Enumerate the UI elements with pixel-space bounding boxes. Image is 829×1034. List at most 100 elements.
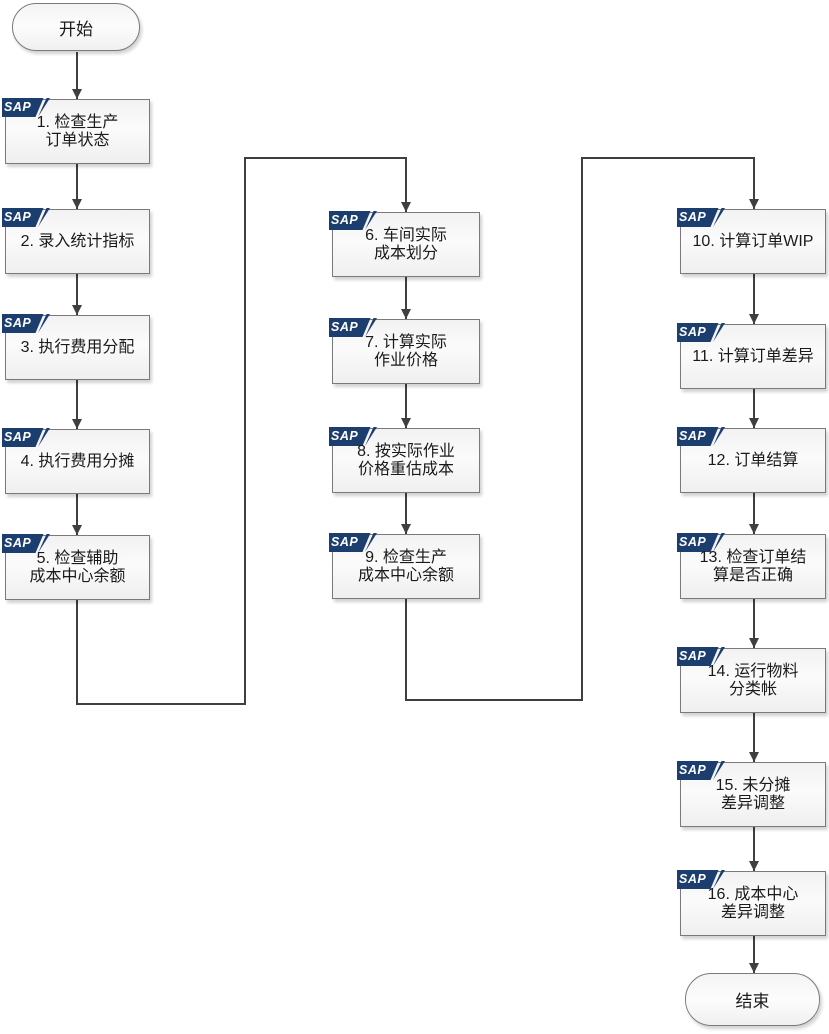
sap-logo-text: SAP [679,872,707,886]
sap-logo-icon: SAP [2,98,50,117]
sap-logo-text: SAP [331,213,359,227]
sap-logo-icon: SAP [2,534,50,553]
process-step-3: SAP 3. 执行费用分配 [2,314,150,380]
step-line1: 9. 检查生产 [365,548,447,566]
process-step-13: SAP 13. 检查订单结 算是否正确 [677,533,826,599]
sap-logo-shape [677,533,725,552]
sap-logo-shape [2,314,50,333]
step-line2: 差异调整 [720,794,785,812]
step-line1: 8. 按实际作业 [357,442,455,460]
process-step-label: 7. 计算实际 作业价格 [333,320,479,383]
process-step-5: SAP 5. 检查辅助 成本中心余额 [2,534,150,600]
sap-logo-text: SAP [679,763,707,777]
step-line1: 2. 录入统计指标 [20,232,135,250]
process-step-label: 13. 检查订单结 算是否正确 [681,535,825,598]
process-step-label: 5. 检查辅助 成本中心余额 [6,536,149,599]
sap-logo-icon: SAP [329,211,377,230]
process-step-11: SAP 11. 计算订单差异 [677,323,826,389]
process-step-label: 8. 按实际作业 价格重估成本 [333,429,479,492]
step-line1: 15. 未分摊 [715,776,791,794]
process-step-6: SAP 6. 车间实际 成本划分 [329,211,480,277]
start-label: 开始 [59,19,93,39]
step-line1: 16. 成本中心 [707,885,799,903]
step-line2: 分类帐 [728,680,777,698]
process-step-7: SAP 7. 计算实际 作业价格 [329,318,480,384]
start-terminator: 开始 [12,3,140,51]
process-step-4: SAP 4. 执行费用分摊 [2,428,150,494]
sap-logo-icon: SAP [677,427,725,446]
process-step-14: SAP 14. 运行物料 分类帐 [677,647,826,713]
sap-logo-shape [677,647,725,666]
sap-logo-text: SAP [4,316,32,330]
sap-logo-shape [677,870,725,889]
process-step-label: 9. 检查生产 成本中心余额 [333,535,479,598]
process-step-label: 2. 录入统计指标 [6,210,149,273]
end-label: 结束 [735,992,770,1011]
sap-logo-shape [329,427,377,446]
step-line1: 1. 检查生产 [36,113,119,131]
step-line2: 作业价格 [373,351,438,369]
step-line1: 11. 计算订单差异 [692,347,814,365]
step-line1: 4. 执行费用分摊 [20,452,135,470]
sap-logo-icon: SAP [677,533,725,552]
step-line2: 差异调整 [720,903,785,921]
process-step-label: 3. 执行费用分配 [6,316,149,379]
step-line2: 成本划分 [373,244,438,262]
sap-logo-icon: SAP [2,428,50,447]
end-terminator: 结束 [685,973,820,1026]
sap-logo-text: SAP [679,649,707,663]
sap-logo-icon: SAP [677,208,725,227]
process-step-label: 15. 未分摊 差异调整 [681,763,825,826]
sap-logo-icon: SAP [677,647,725,666]
step-line2: 算是否正确 [712,566,793,584]
sap-logo-text: SAP [331,429,359,443]
sap-logo-icon: SAP [2,208,50,227]
sap-logo-icon: SAP [329,533,377,552]
sap-logo-icon: SAP [677,870,725,889]
sap-logo-text: SAP [4,210,32,224]
step-line2: 成本中心余额 [357,566,454,584]
sap-logo-text: SAP [331,320,359,334]
process-step-label: 16. 成本中心 差异调整 [681,872,825,935]
sap-logo-text: SAP [331,535,359,549]
process-step-15: SAP 15. 未分摊 差异调整 [677,761,826,827]
sap-logo-shape [677,761,725,780]
process-step-9: SAP 9. 检查生产 成本中心余额 [329,533,480,599]
process-step-label: 6. 车间实际 成本划分 [333,213,479,276]
step-line2: 订单状态 [45,131,110,149]
process-step-10: SAP 10. 计算订单WIP [677,208,826,274]
sap-logo-text: SAP [679,429,707,443]
sap-logo-shape [329,318,377,337]
process-step-label: 14. 运行物料 分类帐 [681,649,825,712]
sap-logo-icon: SAP [677,761,725,780]
sap-logo-shape [2,534,50,553]
step-line1: 3. 执行费用分配 [20,338,135,356]
sap-logo-shape [2,428,50,447]
sap-logo-shape [329,533,377,552]
sap-logo-icon: SAP [329,427,377,446]
sap-logo-shape [2,98,50,117]
sap-logo-shape [2,208,50,227]
sap-logo-shape [677,427,725,446]
step-line1: 13. 检查订单结 [699,548,807,566]
process-step-label: 4. 执行费用分摊 [6,430,149,493]
process-step-2: SAP 2. 录入统计指标 [2,208,150,274]
sap-logo-icon: SAP [2,314,50,333]
process-step-16: SAP 16. 成本中心 差异调整 [677,870,826,936]
sap-logo-text: SAP [4,100,32,114]
sap-logo-text: SAP [679,210,707,224]
process-step-1: SAP 1. 检查生产 订单状态 [2,98,150,164]
process-step-label: 11. 计算订单差异 [681,325,825,388]
step-line1: 14. 运行物料 [707,662,799,680]
process-step-label: 10. 计算订单WIP [681,210,825,273]
sap-logo-icon: SAP [677,323,725,342]
sap-logo-text: SAP [4,430,32,444]
step-line2: 成本中心余额 [29,567,126,585]
process-step-8: SAP 8. 按实际作业 价格重估成本 [329,427,480,493]
sap-logo-shape [329,211,377,230]
step-line1: 12. 订单结算 [707,451,799,469]
sap-logo-text: SAP [679,535,707,549]
step-line2: 价格重估成本 [357,460,454,478]
step-line1: 5. 检查辅助 [36,549,119,567]
